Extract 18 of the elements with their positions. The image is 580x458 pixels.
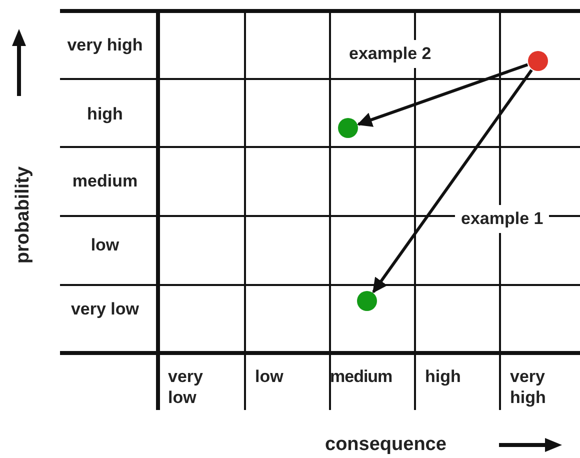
dot-marker (528, 51, 548, 71)
arrow (356, 63, 528, 127)
row-label: very low (70, 298, 140, 320)
row-label: high (87, 104, 123, 124)
row-label: low (90, 234, 120, 256)
dot-marker (338, 118, 358, 138)
dot-marker (357, 291, 377, 311)
column-label: medium (330, 366, 394, 387)
column-label: low (255, 366, 284, 387)
column-label: very high (510, 366, 547, 408)
row-label: medium (72, 170, 138, 192)
edge-label: example 1 (455, 205, 550, 233)
row-label: very high (67, 34, 143, 56)
axis-title: probability (12, 166, 34, 264)
column-label: high (425, 366, 462, 387)
column-label: very low (168, 366, 204, 408)
axis-title: consequence (325, 434, 446, 455)
arrow (372, 69, 533, 294)
